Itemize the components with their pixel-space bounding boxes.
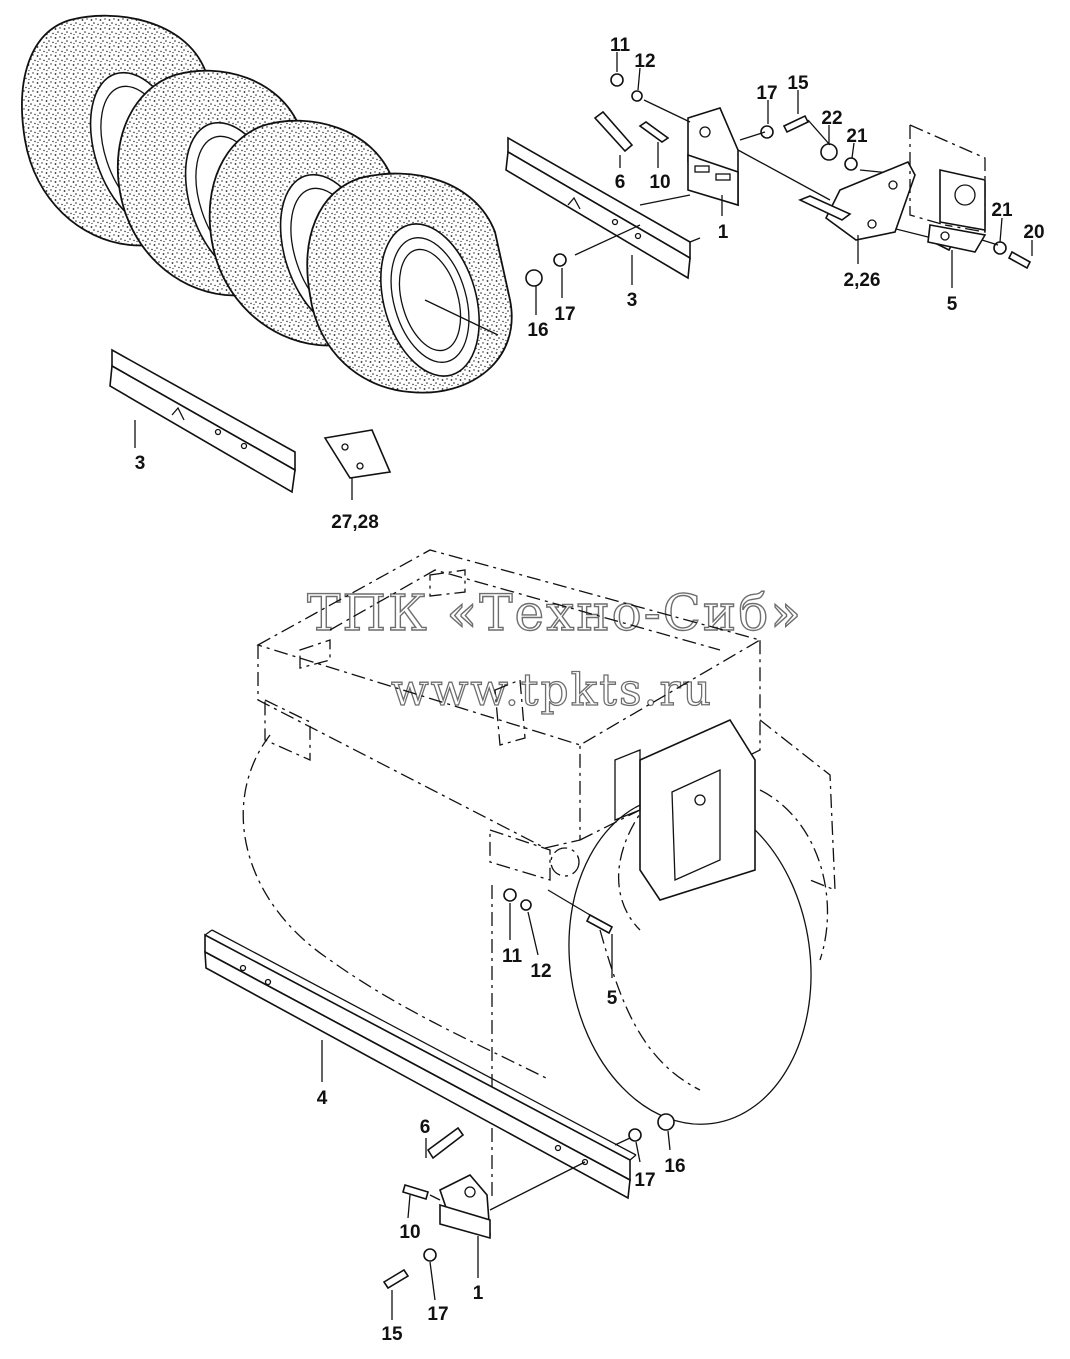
pin-10-lower (402, 1183, 429, 1201)
bolt-11-upper (610, 73, 624, 87)
watermark-url: www.tpkts.ru (391, 665, 713, 716)
watermark: ТПК «Техно-Сиб» www.tpkts.ru (306, 583, 803, 716)
callout-11: 11 (610, 35, 631, 56)
hinge-bracket-lower (439, 1174, 491, 1240)
callout-15: 15 (787, 73, 809, 94)
mount-bracket-2-26 (798, 160, 916, 241)
callout-17: 17 (554, 304, 575, 325)
callout-27-28: 27,28 (331, 512, 379, 533)
nut-16-upper (525, 269, 543, 287)
bolt-15-upper (782, 114, 810, 134)
scraper-bar-upper (505, 136, 701, 280)
washer-12-upper (631, 90, 643, 102)
callout-22: 22 (821, 108, 842, 129)
tire-segment-4 (306, 172, 513, 394)
callout-16: 16 (527, 320, 548, 341)
washer-17-lower-a (628, 1128, 642, 1142)
washer-17-lower-b (423, 1248, 437, 1262)
callout-4: 4 (317, 1088, 328, 1109)
callout-17: 17 (756, 83, 777, 104)
callout-1: 1 (473, 1283, 484, 1304)
callout-3: 3 (135, 453, 146, 474)
callout-17: 17 (427, 1304, 448, 1325)
callout-5: 5 (607, 988, 618, 1009)
callout-2-26: 2,26 (844, 270, 881, 291)
bolt-5-mid (585, 913, 614, 935)
scraper-bar-lower (204, 929, 637, 1200)
callout-3: 3 (627, 290, 638, 311)
washer-12-mid (520, 899, 532, 911)
callout-10: 10 (399, 1222, 420, 1243)
callout-15: 15 (381, 1324, 403, 1345)
pin-6-lower (426, 1126, 465, 1160)
callout-12: 12 (634, 51, 655, 72)
callout-10: 10 (649, 172, 670, 193)
callout-5: 5 (947, 294, 958, 315)
callout-1: 1 (718, 222, 729, 243)
bolt-15-lower (382, 1268, 410, 1290)
bolt-20 (1007, 250, 1032, 270)
explode-lines-lower (429, 1137, 631, 1211)
callout-6: 6 (615, 172, 626, 193)
hinge-bracket-upper (687, 107, 739, 207)
callout-20: 20 (1023, 222, 1044, 243)
callout-11: 11 (502, 946, 523, 967)
pin-6-upper (593, 110, 634, 153)
frame-end-upper (909, 124, 987, 253)
washer-17-upper (760, 125, 774, 139)
tire-assembly (21, 14, 513, 394)
callout-17: 17 (634, 1170, 655, 1191)
nut-22 (820, 143, 838, 161)
scraper-bar-lower-left (109, 348, 296, 494)
leader-lines (134, 52, 1033, 1320)
callout-6: 6 (420, 1117, 431, 1138)
bracket-27-28 (323, 429, 392, 479)
nut-16-lower (657, 1113, 675, 1131)
washer-17-upper-b (553, 253, 567, 267)
callout-12: 12 (530, 961, 551, 982)
callout-21: 21 (846, 126, 868, 147)
bolt-11-mid (503, 888, 517, 902)
washer-21-upper (844, 157, 858, 171)
hinge-plate-frame (614, 718, 756, 901)
pin-10-upper (638, 121, 670, 143)
watermark-company: ТПК «Техно-Сиб» (307, 584, 803, 642)
callout-21: 21 (991, 200, 1013, 221)
callout-16: 16 (664, 1156, 685, 1177)
callouts: 11 12 6 10 1 17 15 22 21 21 20 2,26 5 3 … (135, 35, 1045, 1345)
